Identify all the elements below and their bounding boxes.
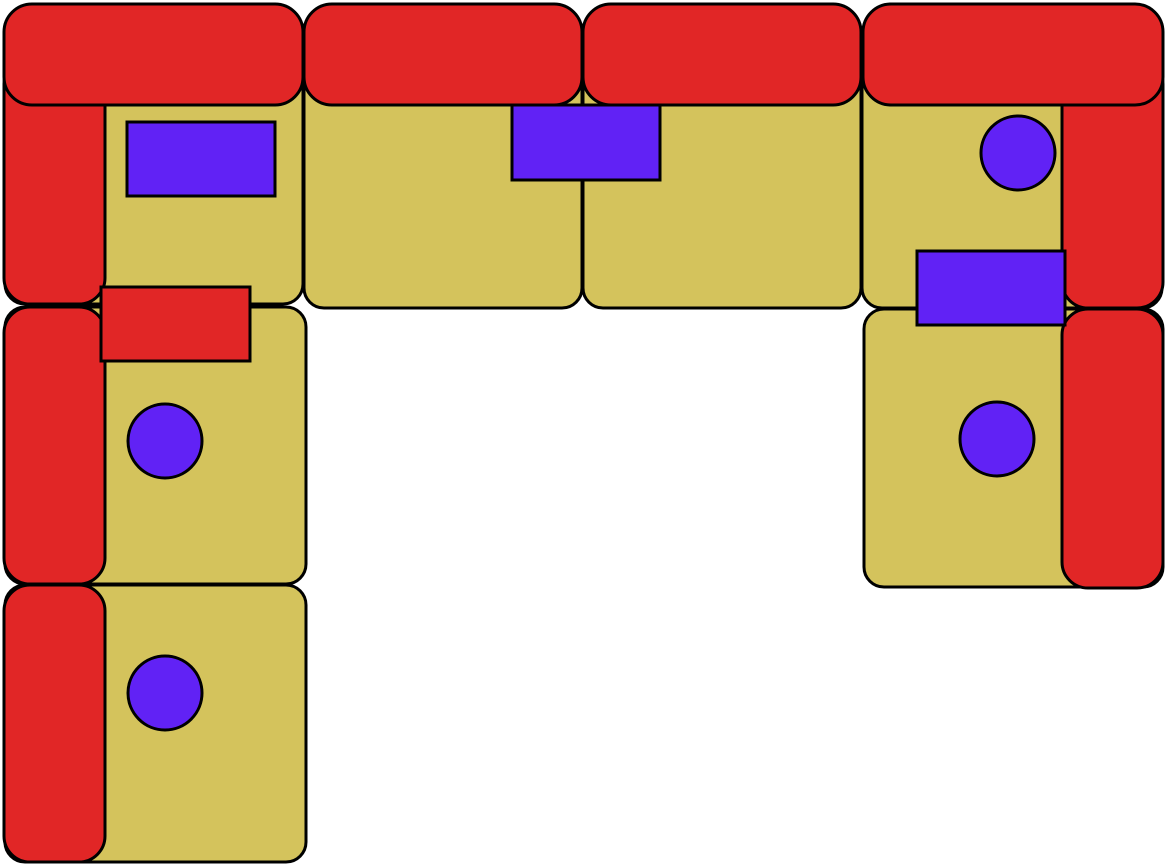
accent-pillow-top-center: [510, 103, 662, 182]
side-cushion-left-middle: [2, 305, 107, 586]
back-cushion-top-left: [2, 2, 305, 107]
accent-dot-left-middle: [126, 402, 204, 480]
back-cushion-top-center-left: [302, 2, 584, 107]
accent-dot-top-right: [979, 114, 1057, 192]
back-cushion-top-right: [861, 2, 1165, 107]
accent-pillow-right: [915, 249, 1067, 327]
accent-dots: [126, 114, 1057, 732]
side-cushions: [2, 56, 1165, 864]
back-cushion-top-center-right: [581, 2, 863, 107]
accent-pillows: [125, 103, 1067, 327]
loose-cushion-red: [99, 285, 252, 363]
accent-dot-right-middle: [958, 400, 1036, 478]
accent-pillow-top-left: [125, 120, 277, 198]
side-cushion-right-middle: [1060, 307, 1165, 590]
back-cushions: [2, 2, 1165, 107]
accent-dot-left-bottom: [126, 654, 204, 732]
side-cushion-left-bottom: [2, 583, 107, 864]
